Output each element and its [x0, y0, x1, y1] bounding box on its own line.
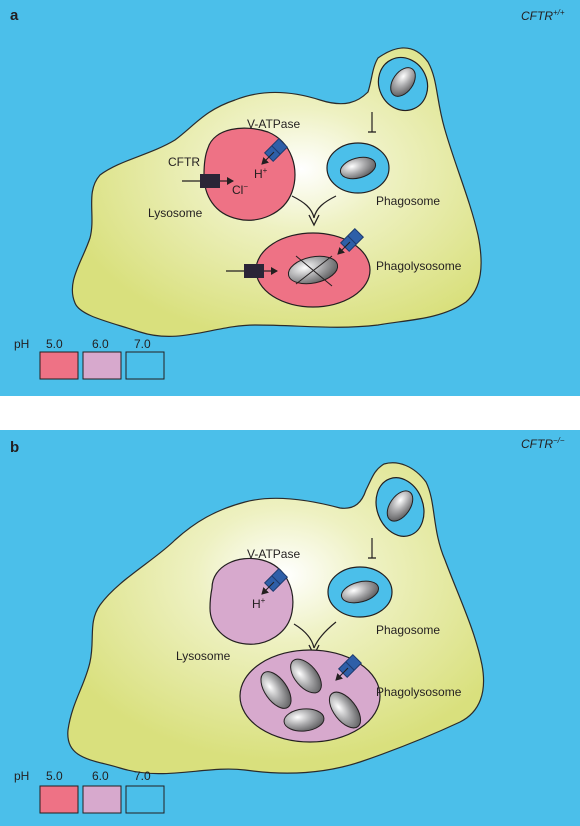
panel-letter: b [10, 439, 19, 456]
phagosome-label: Phagosome [376, 623, 440, 637]
lysosome-label: Lysosome [176, 649, 231, 663]
v-atpase-label: V-ATPase [247, 117, 300, 131]
lysosome-label: Lysosome [148, 206, 203, 220]
panel-a-diagram: a CFTR+/+ V-ATPase H+ CFTR Cl− Lysosome … [10, 7, 565, 380]
proton-label: H+ [254, 166, 268, 181]
cross-out-mark [295, 255, 333, 287]
ph-swatch-5 [39, 351, 79, 380]
cftr-channel [244, 264, 264, 278]
genotype-label: CFTR+/+ [521, 8, 565, 23]
ph-legend-title: pH [14, 769, 29, 783]
bacterium [340, 580, 380, 604]
ph-legend-value: 5.0 [46, 337, 63, 351]
proton-arrow [261, 151, 275, 165]
panel-a: a CFTR+/+ V-ATPase H+ CFTR Cl− Lysosome … [0, 0, 580, 396]
fusion-arrow-phagosome [313, 621, 337, 649]
ph-legend-value: 7.0 [134, 337, 151, 351]
fusion-arrow-phagosome [313, 195, 337, 219]
fusion-arrowhead [308, 214, 320, 227]
fusion-arrow-lysosome [293, 623, 315, 649]
proton-label: H+ [252, 596, 266, 611]
bacterium [283, 708, 325, 732]
ph-legend-value: 5.0 [46, 769, 63, 783]
ph-swatch-7 [125, 351, 165, 380]
ph-swatch-6 [82, 785, 122, 814]
ph-legend-title: pH [14, 337, 29, 351]
ph-legend-value: 7.0 [134, 769, 151, 783]
genotype-label: CFTR−/− [521, 436, 565, 451]
phagolysosome-label: Phagolysosome [376, 685, 462, 699]
panel-b: b CFTR−/− V-ATPase H+ Lysosome Phagosome… [0, 430, 580, 826]
bacterium [386, 490, 414, 522]
ph-swatch-7 [125, 785, 165, 814]
bacterium [328, 691, 362, 729]
bacterium [260, 671, 292, 709]
panel-b-diagram: b CFTR−/− V-ATPase H+ Lysosome Phagosome… [10, 436, 565, 814]
cftr-channel [200, 174, 220, 188]
ph-legend: pH 5.0 6.0 7.0 [14, 337, 165, 380]
cftr-label: CFTR [168, 155, 200, 169]
proton-arrow [335, 667, 349, 681]
phagosome-label: Phagosome [376, 194, 440, 208]
bacterium [390, 67, 416, 97]
cross-out-mark [295, 255, 333, 285]
bacterium [339, 156, 377, 180]
panel-letter: a [10, 7, 19, 24]
chloride-label: Cl− [232, 182, 248, 197]
ph-legend-value: 6.0 [92, 337, 109, 351]
proton-arrow [261, 581, 275, 595]
fusion-arrow-lysosome [291, 195, 315, 219]
ph-swatch-6 [82, 351, 122, 380]
phagolysosome-label: Phagolysosome [376, 259, 462, 273]
ph-swatch-5 [39, 785, 79, 814]
bacterium [290, 658, 322, 694]
v-atpase-label: V-ATPase [247, 547, 300, 561]
proton-arrow [337, 241, 351, 255]
ph-legend-value: 6.0 [92, 769, 109, 783]
ph-legend: pH 5.0 6.0 7.0 [14, 769, 165, 814]
